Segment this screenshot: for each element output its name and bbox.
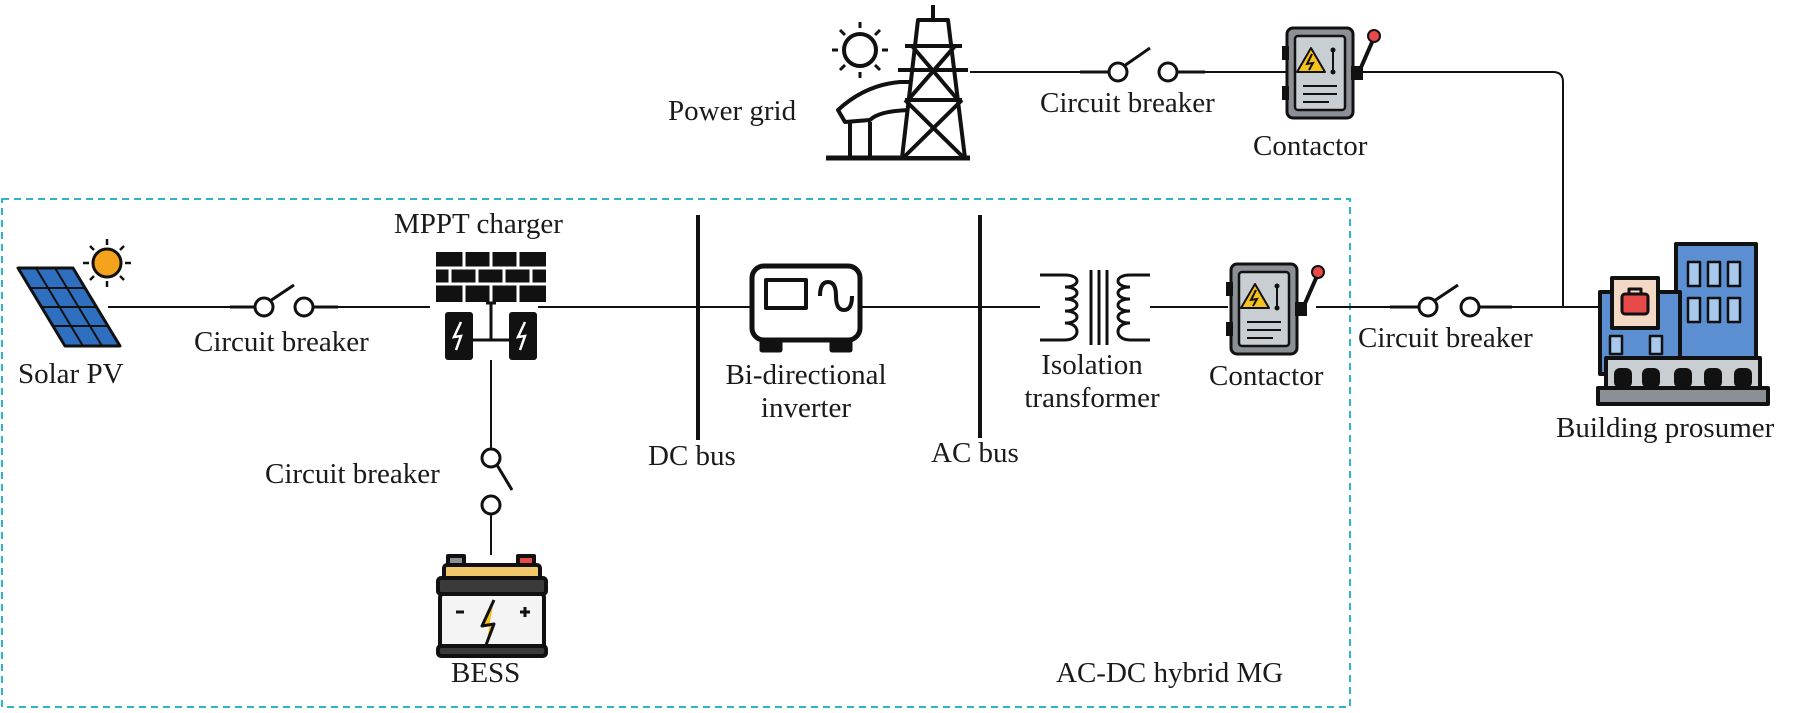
ac-bus-label: AC bus [931,437,1019,469]
inverter-label-line-1: Bi-directional [725,359,887,391]
transformer-label-line-1: Isolation [1041,349,1143,381]
battery-icon [436,554,548,658]
circuit-breaker-building-label: Circuit breaker [1358,322,1533,354]
circuit-breaker-bess-label: Circuit breaker [265,458,440,490]
circuit-breaker-pv-label: Circuit breaker [194,326,369,358]
dc-bus-label: DC bus [648,440,736,472]
office-building-icon [1596,242,1770,406]
building-prosumer-label: Building prosumer [1556,412,1775,444]
transmission-tower-icon [826,5,970,161]
power-grid-label: Power grid [668,95,797,127]
inverter-icon [749,263,863,353]
transformer-symbol-icon [1040,270,1150,345]
circuit-breaker-building [1390,283,1512,318]
charge-controller-icon [436,252,546,360]
microgrid-boundary [1,198,1351,708]
solar-pv-label: Solar PV [18,358,124,390]
inverter-label: Bi-directional inverter [704,359,908,426]
circuit-breaker-bess [480,447,514,516]
mppt-charger-label: MPPT charger [394,208,563,240]
solar-panel-icon [16,239,131,348]
circuit-breaker-grid [1080,46,1205,83]
inverter-label-line-2: inverter [760,392,852,425]
contactor-mg-label: Contactor [1209,360,1324,392]
electrical-cabinet-icon [1224,262,1326,356]
transformer-label-line-2: transformer [1024,382,1160,415]
microgrid-label: AC-DC hybrid MG [1056,657,1284,689]
circuit-breaker-pv [230,283,338,318]
contactor-grid-label: Contactor [1253,130,1368,162]
transformer-label: Isolation transformer [1000,349,1184,416]
bess-label: BESS [451,657,521,689]
circuit-breaker-grid-label: Circuit breaker [1040,87,1215,119]
